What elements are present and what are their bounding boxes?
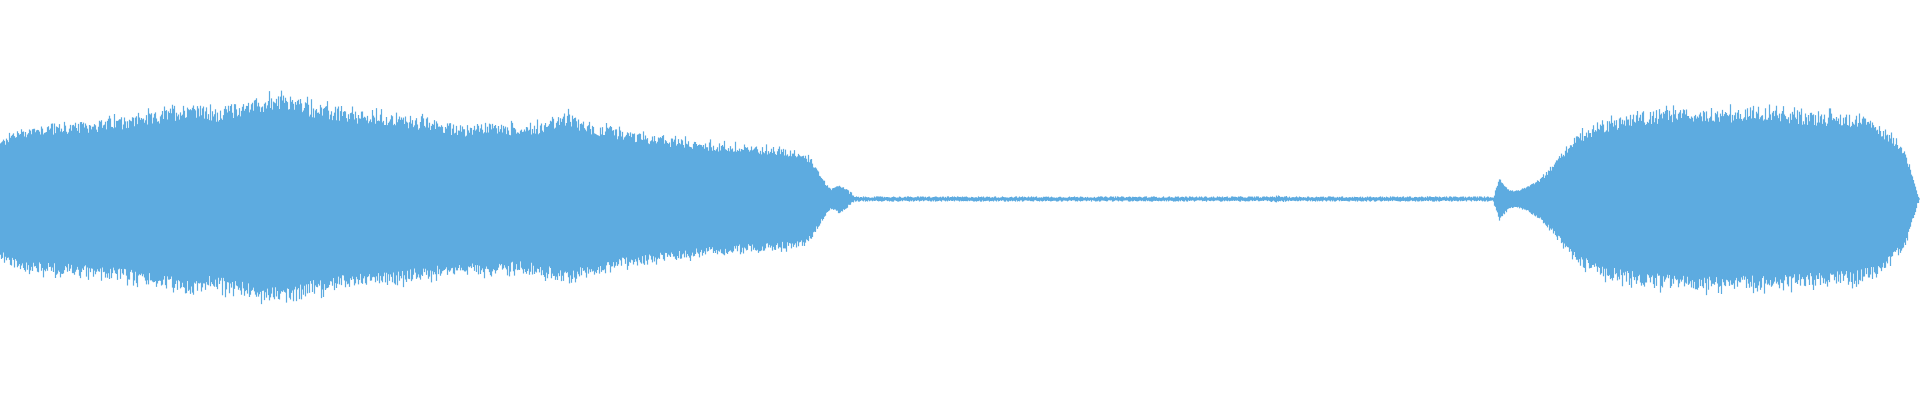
waveform-peaks — [0, 90, 1920, 305]
